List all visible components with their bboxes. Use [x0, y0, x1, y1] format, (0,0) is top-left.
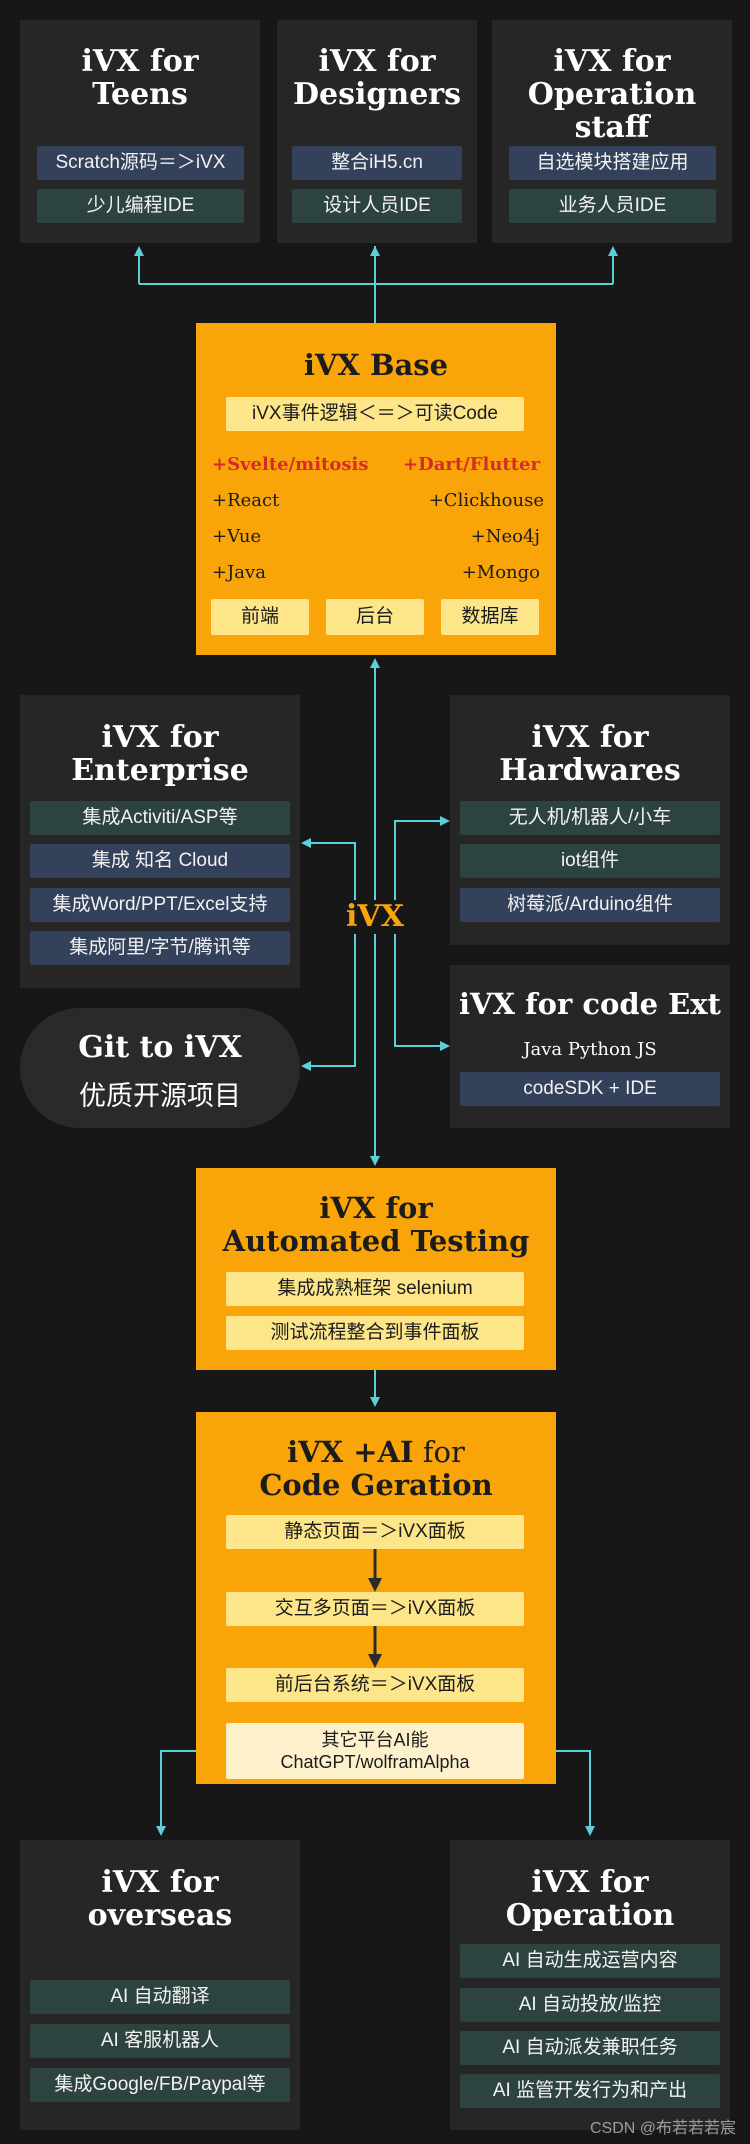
ai-title-for: for — [413, 1435, 465, 1469]
testing-item-events: 测试流程整合到事件面板 — [226, 1316, 524, 1350]
operation-title-line1: iVX for — [531, 1865, 649, 1900]
teens-chip-scratch: Scratch源码＝＞iVX — [37, 146, 244, 180]
designers-title-line2: Designers — [293, 77, 461, 112]
base-right-item-1: +Dart/Flutter — [403, 454, 540, 475]
testing-title-line1: iVX for — [319, 1191, 433, 1225]
enterprise-title-line1: iVX for — [101, 720, 219, 755]
operation-chip-content: AI 自动生成运营内容 — [460, 1944, 720, 1978]
opstaff-chip-ide: 业务人员IDE — [509, 189, 716, 223]
designers-title-line1: iVX for — [318, 44, 436, 79]
base-title: iVX Base — [303, 348, 449, 382]
codeext-panel: iVX for code Ext Java Python JS codeSDK … — [450, 965, 730, 1128]
enterprise-chip-office: 集成Word/PPT/Excel支持 — [30, 888, 290, 922]
base-left-item-3: +Vue — [212, 526, 262, 547]
base-button-backend: 后台 — [326, 599, 424, 635]
connector-to-hardwares — [394, 816, 450, 900]
hardwares-title-line2: Hardwares — [499, 753, 681, 788]
teens-panel: iVX for Teens Scratch源码＝＞iVX 少儿编程IDE — [20, 20, 260, 243]
base-left-item-4: +Java — [212, 562, 266, 583]
overseas-title-line1: iVX for — [101, 1865, 219, 1900]
hardwares-chip-robots: 无人机/机器人/小车 — [460, 801, 720, 835]
teens-chip-ide: 少儿编程IDE — [37, 189, 244, 223]
base-left-item-2: +React — [212, 490, 280, 511]
codeext-title: iVX for code Ext — [459, 987, 721, 1021]
overseas-panel: iVX for overseas AI 自动翻译 AI 客服机器人 集成Goog… — [20, 1840, 300, 2130]
base-button-frontend: 前端 — [211, 599, 309, 635]
testing-title-line2: Automated Testing — [222, 1224, 530, 1258]
overseas-title-line2: overseas — [87, 1898, 233, 1933]
opstaff-chip-modules: 自选模块搭建应用 — [509, 146, 716, 180]
base-left-item-1: +Svelte/mitosis — [212, 454, 369, 475]
teens-title-line2: Teens — [92, 77, 188, 112]
center-ivx-label: iVX — [335, 900, 415, 934]
git-line2: 优质开源项目 — [79, 1081, 241, 1111]
enterprise-title-line2: Enterprise — [71, 753, 249, 788]
ai-step-interactive: 交互多页面＝＞iVX面板 — [226, 1592, 524, 1626]
watermark: CSDN @布若若若宸 — [589, 2120, 736, 2137]
base-box: iVX Base iVX事件逻辑＜＝＞可读Code +Svelte/mitosi… — [196, 323, 556, 655]
opstaff-title-line1: iVX for — [553, 44, 671, 79]
hardwares-chip-raspberry: 树莓派/Arduino组件 — [460, 888, 720, 922]
enterprise-chip-activiti: 集成Activiti/ASP等 — [30, 801, 290, 835]
enterprise-chip-alibaba: 集成阿里/字节/腾讯等 — [30, 931, 290, 965]
ai-title-line1: iVX +AI for — [196, 1436, 556, 1469]
ai-title-line2: Code Geration — [259, 1468, 493, 1502]
ai-other-platforms: 其它平台AI能 ChatGPT/wolframAlpha — [226, 1723, 524, 1779]
enterprise-chip-cloud: 集成 知名 Cloud — [30, 844, 290, 878]
ai-step-arrows — [368, 1549, 382, 1668]
teens-title-line1: iVX for — [81, 44, 199, 79]
git-pill: Git to iVX 优质开源项目 — [20, 1008, 300, 1128]
connector-to-git — [301, 900, 356, 1071]
operation-title-line2: Operation — [505, 1898, 675, 1933]
base-right-item-3: +Neo4j — [470, 526, 540, 547]
overseas-chip-bot: AI 客服机器人 — [30, 2024, 290, 2058]
operation-chip-ads: AI 自动投放/监控 — [460, 1988, 720, 2022]
hardwares-title-line1: iVX for — [531, 720, 649, 755]
base-subtitle: iVX事件逻辑＜＝＞可读Code — [226, 397, 524, 431]
base-button-database: 数据库 — [441, 599, 539, 635]
codeext-chip: codeSDK + IDE — [460, 1072, 720, 1106]
hardwares-chip-iot: iot组件 — [460, 844, 720, 878]
ai-step-static: 静态页面＝＞iVX面板 — [226, 1515, 524, 1549]
operation-chip-tasks: AI 自动派发兼职任务 — [460, 2031, 720, 2065]
connector-to-codeext — [394, 900, 450, 1051]
base-right-item-4: +Mongo — [461, 562, 540, 583]
git-line1: Git to iVX — [78, 1030, 242, 1065]
testing-box: iVX for Automated Testing 集成成熟框架 seleniu… — [196, 1168, 556, 1370]
operation-panel: iVX for Operation AI 自动生成运营内容 AI 自动投放/监控… — [450, 1840, 730, 2130]
connector-to-enterprise — [301, 838, 356, 900]
ai-title-main: iVX +AI — [287, 1435, 414, 1469]
testing-item-selenium: 集成成熟框架 selenium — [226, 1272, 524, 1306]
designers-panel: iVX for Designers 整合iH5.cn 设计人员IDE — [277, 20, 477, 243]
overseas-chip-google: 集成Google/FB/Paypal等 — [30, 2068, 290, 2102]
overseas-chip-translate: AI 自动翻译 — [30, 1980, 290, 2014]
hardwares-panel: iVX for Hardwares 无人机/机器人/小车 iot组件 树莓派/A… — [450, 695, 730, 945]
codeext-sub: Java Python JS — [523, 1039, 657, 1060]
operation-chip-monitor: AI 监管开发行为和产出 — [460, 2074, 720, 2108]
base-right-item-2: +Clickhouse — [428, 490, 544, 511]
designers-chip-ih5: 整合iH5.cn — [292, 146, 462, 180]
ai-other-line1: 其它平台AI能 — [321, 1730, 429, 1750]
enterprise-panel: iVX for Enterprise 集成Activiti/ASP等 集成 知名… — [20, 695, 300, 988]
designers-chip-ide: 设计人员IDE — [292, 189, 462, 223]
ai-other-line2: ChatGPT/wolframAlpha — [280, 1752, 470, 1772]
opstaff-panel: iVX for Operation staff 自选模块搭建应用 业务人员IDE — [492, 20, 732, 243]
ai-step-fullstack: 前后台系统＝＞iVX面板 — [226, 1668, 524, 1702]
ai-box: iVX +AI for Code Geration 静态页面＝＞iVX面板 交互… — [196, 1412, 556, 1784]
opstaff-title-line2: Operation staff — [527, 77, 697, 145]
